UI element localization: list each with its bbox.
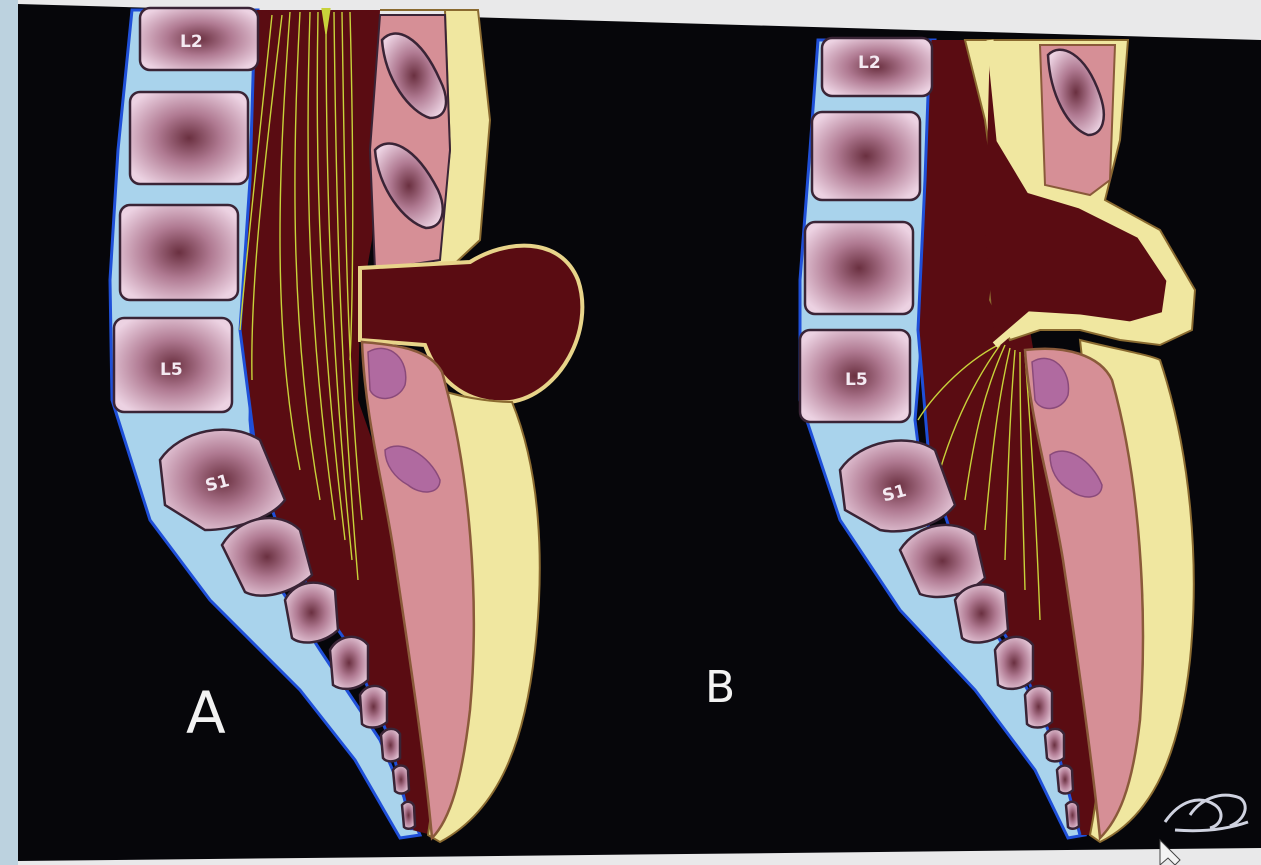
vertebra-label-l5-b: L5 <box>845 370 868 390</box>
vertebra-label-l2-b: L2 <box>858 53 881 73</box>
panel-label-b: B <box>705 662 735 713</box>
panel-label-a: A <box>186 679 226 747</box>
monitor-bezel-left <box>0 0 18 865</box>
vertebra-label-l2-a: L2 <box>180 32 203 52</box>
vertebra-label-l5-a: L5 <box>160 360 183 380</box>
